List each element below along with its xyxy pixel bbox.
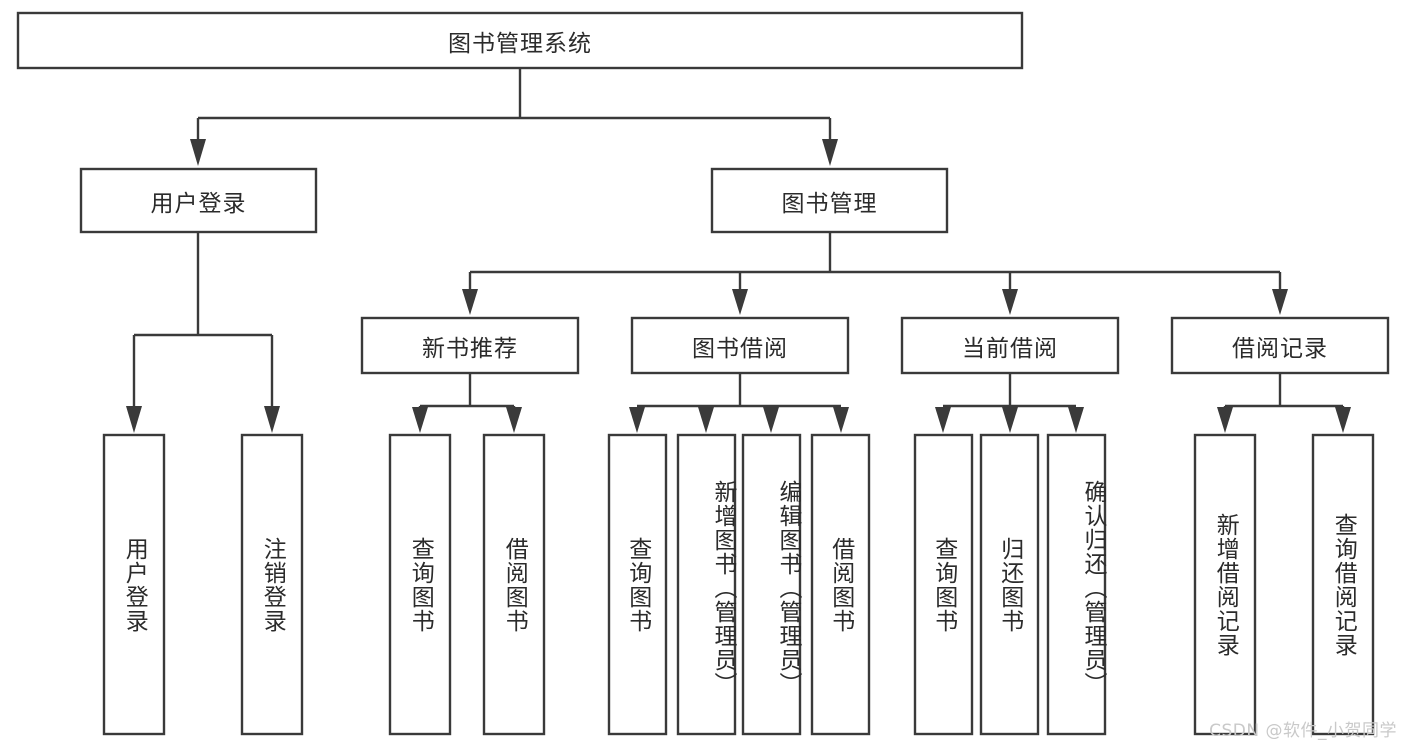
node-book-management[interactable]	[710, 167, 949, 234]
root-box[interactable]	[16, 11, 1024, 70]
arrow-user-login	[190, 139, 206, 166]
leaf-box-bb-edit-book[interactable]	[741, 433, 802, 736]
node-current-borrow[interactable]	[900, 316, 1120, 375]
node-root[interactable]	[16, 11, 1024, 70]
current-borrow-box[interactable]	[900, 316, 1120, 375]
connector-book-mgmt-to-level3	[462, 232, 1288, 315]
connector-current-borrow-to-leaves	[935, 373, 1084, 433]
borrow-record-box[interactable]	[1170, 316, 1390, 375]
leaf-box-bb-borrow-book[interactable]	[810, 433, 871, 736]
arrow-br-query-record	[1335, 407, 1351, 433]
arrow-book-borrow	[732, 289, 748, 315]
node-new-book-recommend[interactable]	[360, 316, 580, 375]
connector-book-borrow-to-leaves	[629, 373, 849, 433]
arrow-nb-query-book	[412, 407, 428, 433]
user-login-box[interactable]	[79, 167, 318, 234]
leaf-box-bb-add-book[interactable]	[676, 433, 737, 736]
arrow-cb-confirm-return	[1068, 407, 1084, 433]
leaf-box-cb-query-book[interactable]	[913, 433, 974, 736]
arrow-current-borrow	[1002, 289, 1018, 315]
connector-root-to-level2	[190, 68, 838, 166]
leaf-box-cb-confirm-return[interactable]	[1046, 433, 1107, 736]
arrow-cb-query-book	[935, 407, 951, 433]
arrow-bb-query-book	[629, 407, 645, 433]
arrow-book-mgmt	[822, 139, 838, 166]
connector-new-book-to-leaves	[412, 373, 522, 433]
new-book-recommend-box[interactable]	[360, 316, 580, 375]
leaf-box-user-login[interactable]	[102, 433, 166, 736]
connector-borrow-record-to-leaves	[1217, 373, 1351, 433]
connector-user-login-to-leaves	[126, 232, 280, 433]
leaf-box-nb-query-book[interactable]	[388, 433, 452, 736]
leaf-box-br-query-record[interactable]	[1311, 433, 1375, 736]
node-book-borrow[interactable]	[630, 316, 850, 375]
arrow-borrow-record	[1272, 289, 1288, 315]
arrow-br-add-record	[1217, 407, 1233, 433]
csdn-watermark: CSDN @软件_小贺同学	[1209, 721, 1397, 741]
arrow-new-book	[462, 289, 478, 315]
arrow-bb-add-book	[698, 407, 714, 433]
arrow-leaf-logout	[264, 406, 280, 433]
arrow-nb-borrow-book	[506, 407, 522, 433]
book-management-box[interactable]	[710, 167, 949, 234]
leaf-box-cb-return-book[interactable]	[979, 433, 1040, 736]
leaf-box-br-add-record[interactable]	[1193, 433, 1257, 736]
leaf-box-logout[interactable]	[240, 433, 304, 736]
arrow-cb-return-book	[1002, 407, 1018, 433]
node-user-login[interactable]	[79, 167, 318, 234]
leaf-box-nb-borrow-book[interactable]	[482, 433, 546, 736]
arrow-bb-edit-book	[763, 407, 779, 433]
book-borrow-box[interactable]	[630, 316, 850, 375]
leaf-box-bb-query-book[interactable]	[607, 433, 668, 736]
node-borrow-record[interactable]	[1170, 316, 1390, 375]
arrow-leaf-user-login	[126, 406, 142, 433]
arrow-bb-borrow-book	[833, 407, 849, 433]
